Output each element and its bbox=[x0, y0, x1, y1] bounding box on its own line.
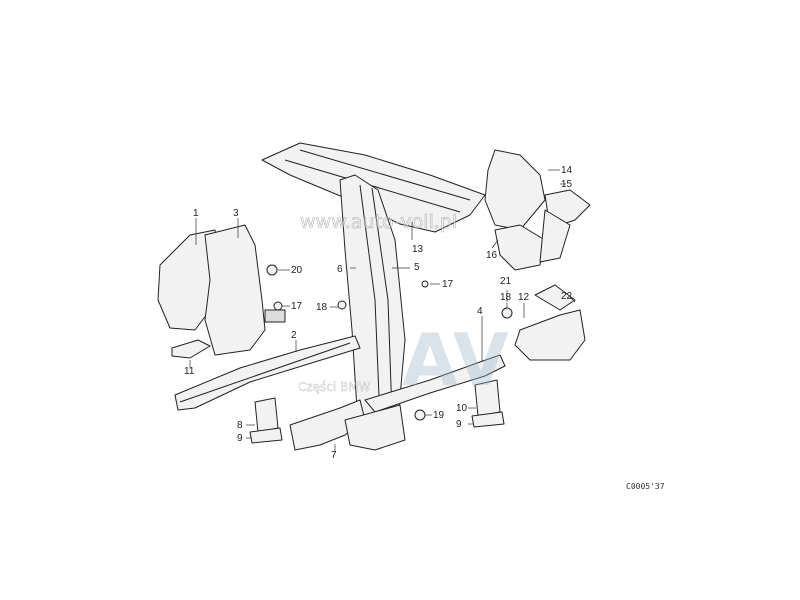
diagram-code: C0005'37 bbox=[626, 482, 665, 491]
callout-c4: 4 bbox=[477, 306, 483, 317]
callout-c11: 11 bbox=[184, 366, 195, 377]
watermark-tagline: Części BMW bbox=[298, 380, 371, 394]
clip-17a bbox=[273, 301, 283, 311]
part-12 bbox=[514, 309, 586, 361]
callout-c16: 16 bbox=[486, 250, 498, 261]
rocker-sill-4 bbox=[364, 354, 506, 413]
callout-c9a: 9 bbox=[237, 433, 243, 444]
callout-c18b: 18 bbox=[500, 292, 512, 303]
watermark-url: www.auto-voll.pl bbox=[300, 211, 457, 233]
callout-c13: 13 bbox=[412, 244, 424, 255]
callout-c22: 22 bbox=[561, 291, 573, 302]
callout-c14: 14 bbox=[561, 165, 573, 176]
callout-c2: 2 bbox=[291, 330, 297, 341]
part-22 bbox=[534, 284, 576, 311]
callout-c1: 1 bbox=[193, 208, 199, 219]
callout-c19: 19 bbox=[433, 410, 445, 421]
part-9a bbox=[249, 427, 283, 444]
callout-c9b: 9 bbox=[456, 419, 462, 430]
watermark-logo: AV bbox=[402, 318, 509, 402]
rear-panel-14 bbox=[484, 149, 546, 231]
callout-c6: 6 bbox=[337, 264, 343, 275]
clip-18a bbox=[337, 300, 347, 310]
rocker-sill-2 bbox=[174, 335, 361, 411]
callout-c7: 7 bbox=[331, 450, 337, 461]
rear-panel-16 bbox=[494, 224, 546, 271]
clip-20 bbox=[266, 264, 278, 276]
callout-c5: 5 bbox=[414, 262, 420, 273]
callout-c12: 12 bbox=[518, 292, 530, 303]
part-9b bbox=[471, 411, 505, 428]
callout-c17a: 17 bbox=[291, 301, 303, 312]
callout-c18a: 18 bbox=[316, 302, 328, 313]
callout-c17b: 17 bbox=[442, 279, 454, 290]
part-8 bbox=[254, 397, 279, 433]
callout-c8: 8 bbox=[237, 420, 243, 431]
callout-c10: 10 bbox=[456, 403, 468, 414]
callout-c21: 21 bbox=[500, 276, 512, 287]
part-11 bbox=[171, 339, 211, 359]
clip-19 bbox=[414, 409, 426, 421]
watermark: www.auto-voll.pl AV Części BMW bbox=[298, 211, 509, 402]
callout-c20: 20 bbox=[291, 265, 303, 276]
callout-c15: 15 bbox=[561, 179, 573, 190]
clip-18b bbox=[501, 307, 513, 319]
callout-c3: 3 bbox=[233, 208, 239, 219]
clip-17b bbox=[421, 280, 429, 288]
panel-3 bbox=[204, 224, 266, 356]
